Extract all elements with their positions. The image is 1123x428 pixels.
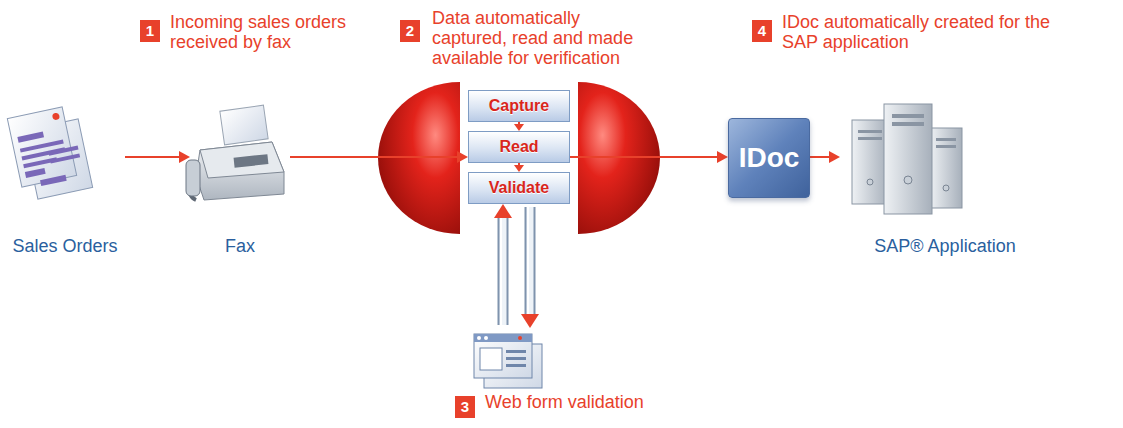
process-box: Read — [468, 131, 570, 163]
icon-label: SAP® Application — [874, 236, 1015, 257]
step-label: Capture — [489, 97, 549, 115]
arrow-line — [810, 156, 829, 158]
arrow-head — [717, 151, 728, 163]
callout-text: IDoc automatically created for the SAP a… — [782, 12, 1052, 52]
web-form-node: Web form validation — [470, 328, 670, 422]
flow-arrow — [494, 204, 512, 325]
callout-number: 3 — [455, 396, 475, 418]
icon-node: SAP® Application — [840, 100, 1060, 260]
shaft-body — [500, 218, 507, 325]
shaft-shine — [527, 207, 529, 314]
arrow-head — [457, 151, 468, 163]
step-label: Read — [499, 138, 538, 156]
process-box: Validate — [468, 172, 570, 204]
arrow-head — [829, 151, 840, 163]
callout-number: 2 — [400, 20, 420, 42]
arrow-head — [494, 204, 512, 218]
shaft-body — [527, 207, 534, 314]
flow-arrow — [521, 207, 539, 328]
arrow-line — [518, 163, 520, 165]
flow-arrow — [810, 151, 840, 163]
flow-arrow — [290, 151, 468, 163]
shaft-outline — [525, 207, 536, 314]
callout-text: Data automatically captured, read and ma… — [432, 8, 657, 68]
callout-text: Incoming sales orders received by fax — [170, 12, 385, 52]
idoc-label: IDoc — [739, 142, 800, 174]
fax-icon — [186, 105, 284, 200]
arrow-line — [518, 122, 520, 124]
icon-node: Fax — [190, 100, 290, 260]
server-icon — [852, 104, 962, 214]
idoc-box: IDoc — [728, 118, 810, 198]
flow-arrow — [125, 151, 190, 163]
arrow-head — [514, 165, 524, 172]
shaft-shine — [500, 218, 502, 325]
arrow-head — [179, 151, 190, 163]
step-label: Validate — [489, 179, 549, 197]
flow-arrow — [570, 151, 728, 163]
arrow-line — [570, 156, 717, 158]
arrow-line — [125, 156, 179, 158]
arrow-head — [514, 124, 524, 131]
icon-label: Fax — [225, 236, 255, 257]
flow-arrow — [514, 122, 524, 131]
callout-number: 4 — [752, 20, 772, 42]
icon-node: Sales Orders — [5, 100, 125, 260]
process-box: Capture — [468, 90, 570, 122]
documents-icon — [7, 107, 92, 199]
arrow-head — [521, 314, 539, 328]
icon-label: Sales Orders — [12, 236, 117, 257]
callout-text: Web form validation — [485, 392, 644, 412]
shaft-outline — [498, 218, 509, 325]
flow-arrow — [514, 163, 524, 172]
web-form-icon — [474, 334, 542, 388]
callout-number: 1 — [140, 20, 160, 42]
arrow-line — [290, 156, 457, 158]
